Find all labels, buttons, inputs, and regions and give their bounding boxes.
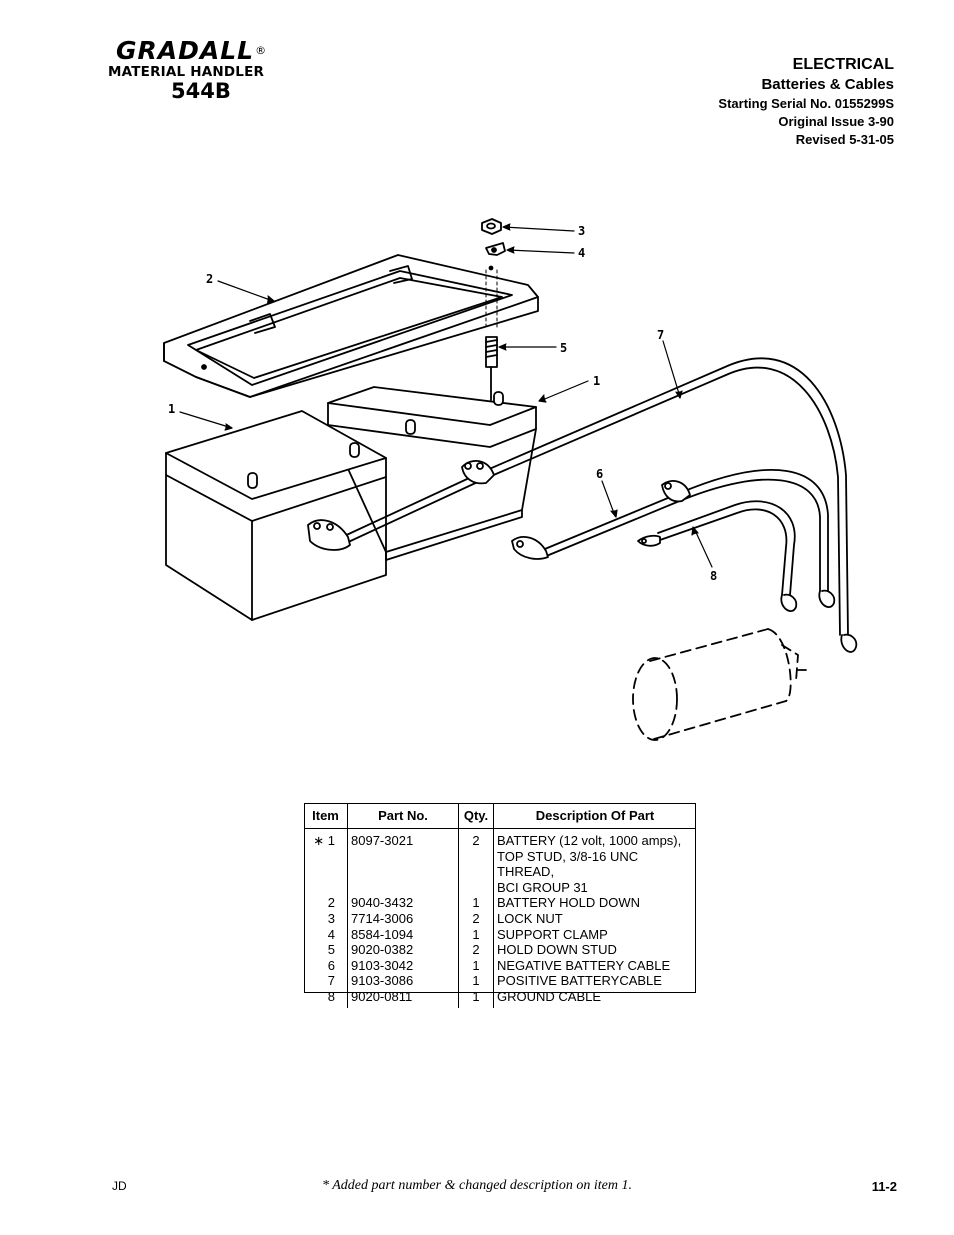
- desc-line: BCI GROUP 31: [497, 879, 588, 895]
- hold-down-stud: [485, 269, 498, 401]
- positive-cable: [307, 357, 858, 653]
- callout-7: 7: [657, 328, 664, 342]
- brand-name: GRADALL®: [116, 38, 308, 64]
- cell-part: 9103-3042: [347, 957, 459, 974]
- table-row: 8 9020-0811 1 GROUND CABLE: [304, 988, 696, 1008]
- desc-line: TOP STUD, 3/8-16 UNC THREAD,: [497, 848, 639, 880]
- brand-subtitle: MATERIAL HANDLER: [108, 64, 265, 80]
- cell-part: 9040-3432: [347, 895, 459, 911]
- cell-desc: BATTERY HOLD DOWN: [493, 895, 696, 911]
- col-item: Item: [304, 803, 348, 829]
- brand-name-text: GRADALL: [116, 36, 255, 65]
- negative-cable: [511, 469, 836, 608]
- cell-qty: 1: [458, 988, 494, 1008]
- table-row: 7 9103-3086 1 POSITIVE BATTERYCABLE: [304, 973, 696, 989]
- callout-5: 5: [560, 341, 567, 355]
- cell-desc: NEGATIVE BATTERY CABLE: [493, 957, 696, 974]
- cell-item: ∗ 1: [313, 833, 335, 848]
- col-description: Description Of Part: [493, 803, 696, 829]
- original-issue: Original Issue 3-90: [778, 114, 894, 129]
- cell-desc: LOCK NUT: [493, 910, 696, 927]
- registered-mark: ®: [255, 44, 268, 57]
- callout-numbers: 2 3 4 5 1 1 7 6 8: [168, 224, 717, 583]
- footer-note: * Added part number & changed descriptio…: [321, 1178, 633, 1193]
- callout-3: 3: [578, 224, 585, 238]
- table-row: ∗ 1 8097-3021 2 BATTERY (12 volt, 1000 a…: [304, 828, 696, 896]
- cell-part: 9020-0811: [347, 988, 459, 1008]
- callout-6: 6: [596, 467, 603, 481]
- table-row: 3 7714-3006 2 LOCK NUT: [304, 910, 696, 927]
- col-part-no: Part No.: [347, 803, 459, 829]
- cell-qty: 1: [458, 973, 494, 989]
- cell-desc: HOLD DOWN STUD: [493, 942, 696, 958]
- diagram-svg: 2 3 4 5 1 1 7 6 8: [163, 218, 858, 741]
- col-qty: Qty.: [458, 803, 494, 829]
- page-number: 11-2: [871, 1179, 897, 1194]
- subsection-title: Batteries & Cables: [761, 76, 894, 93]
- cell-desc: BATTERY (12 volt, 1000 amps), TOP STUD, …: [493, 828, 696, 896]
- hold-down-frame: [163, 254, 539, 398]
- ground-cable: [637, 500, 798, 612]
- cell-desc: SUPPORT CLAMP: [493, 926, 696, 943]
- cell-item: 8: [327, 988, 335, 1004]
- callout-leaders: [179, 223, 713, 568]
- desc-line: BATTERY (12 volt, 1000 amps),: [497, 833, 682, 848]
- cell-part: 9103-3086: [347, 973, 459, 989]
- cell-part: 8097-3021: [347, 828, 459, 896]
- callout-2: 2: [206, 272, 213, 286]
- cell-qty: 2: [458, 910, 494, 927]
- cell-qty: 2: [458, 942, 494, 958]
- cell-qty: 1: [458, 957, 494, 974]
- starter-motor: [632, 628, 799, 741]
- cell-item: 6: [327, 957, 335, 973]
- cell-qty: 1: [458, 926, 494, 943]
- cell-item: 7: [327, 973, 335, 989]
- revised-date: Revised 5-31-05: [795, 132, 894, 147]
- cell-item: 2: [327, 895, 335, 911]
- page-header: ELECTRICAL Batteries & Cables Starting S…: [718, 54, 894, 149]
- cell-part: 8584-1094: [347, 926, 459, 943]
- parts-table-header: Item Part No. Qty. Description Of Part: [304, 803, 696, 829]
- support-clamp: [485, 242, 506, 271]
- cell-part: 9020-0382: [347, 942, 459, 958]
- table-row: 6 9103-3042 1 NEGATIVE BATTERY CABLE: [304, 957, 696, 974]
- cell-item: 5: [327, 942, 335, 958]
- serial-number: Starting Serial No. 0155299S: [718, 96, 894, 111]
- table-row: 2 9040-3432 1 BATTERY HOLD DOWN: [304, 895, 696, 911]
- cell-qty: 2: [458, 828, 494, 896]
- brand-model: 544B: [171, 79, 231, 103]
- cell-item: 3: [327, 910, 335, 926]
- table-row: 4 8584-1094 1 SUPPORT CLAMP: [304, 926, 696, 943]
- cell-part: 7714-3006: [347, 910, 459, 927]
- callout-1-rear: 1: [593, 374, 600, 388]
- lock-nut: [481, 218, 502, 235]
- brand-logo: GRADALL® MATERIAL HANDLER 544B: [108, 38, 308, 103]
- table-row: 5 9020-0382 2 HOLD DOWN STUD: [304, 942, 696, 958]
- footer-code: JD: [112, 1179, 127, 1193]
- cell-item: 4: [327, 926, 335, 942]
- battery-exploded-diagram: 2 3 4 5 1 1 7 6 8: [160, 215, 880, 775]
- callout-1-front: 1: [168, 402, 175, 416]
- callout-4: 4: [578, 246, 585, 260]
- cell-desc: POSITIVE BATTERYCABLE: [493, 973, 696, 989]
- battery-front: [165, 410, 387, 621]
- section-title: ELECTRICAL: [792, 56, 894, 73]
- battery-rear: [327, 386, 537, 561]
- parts-table: Item Part No. Qty. Description Of Part ∗…: [304, 803, 696, 1008]
- callout-8: 8: [710, 569, 717, 583]
- cell-qty: 1: [458, 895, 494, 911]
- cell-desc: GROUND CABLE: [493, 988, 696, 1008]
